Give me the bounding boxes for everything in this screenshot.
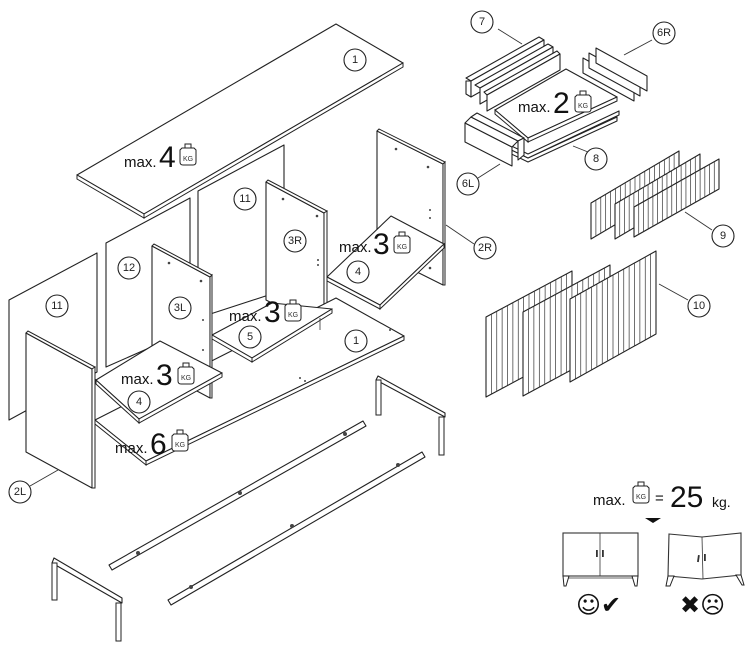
callout-5: 5: [238, 325, 262, 349]
callout-4-right: 4: [346, 260, 370, 284]
svg-text:11: 11: [239, 193, 250, 205]
load-label-drawer: max. 2 KG: [518, 87, 592, 120]
svg-text:2L: 2L: [14, 486, 26, 498]
arrow-down-icon: [645, 518, 661, 523]
leg-frame-right: [375, 375, 446, 456]
svg-text:4: 4: [159, 141, 176, 174]
svg-text:5: 5: [247, 331, 253, 343]
svg-text:4: 4: [136, 396, 142, 408]
svg-text:1: 1: [352, 54, 358, 66]
cabinet-ok-icon: [562, 532, 639, 587]
cabinet-bad-icon: [665, 532, 745, 587]
weight-kg-icon: KG: [632, 481, 650, 504]
load-label-bottom: max. 6 KG: [115, 428, 189, 461]
svg-text:3L: 3L: [174, 302, 186, 314]
callout-8: 8: [572, 145, 608, 171]
drawer-side-6l: [464, 112, 525, 167]
callout-11-left: 11: [45, 294, 69, 318]
svg-text:max.: max.: [124, 154, 157, 171]
svg-text:KG: KG: [181, 375, 191, 382]
svg-text:6R: 6R: [657, 27, 671, 39]
total-load-label: max. KG = 25 kg.: [593, 481, 731, 514]
svg-text:max.: max.: [518, 99, 551, 116]
leg-frame-left: [51, 557, 123, 642]
drawer-bottom-8: [494, 68, 620, 163]
ok-indicator: ☺✔: [576, 591, 621, 619]
svg-text:kg.: kg.: [712, 494, 731, 510]
callout-1-top: 1: [343, 48, 367, 72]
svg-text:6L: 6L: [462, 178, 474, 190]
svg-text:max.: max.: [115, 440, 148, 457]
slat-panels-10: [485, 250, 657, 398]
rail-front: [108, 420, 367, 571]
side-panel-2l: [25, 330, 96, 489]
slat-panels-9: [590, 150, 720, 240]
svg-text:8: 8: [593, 153, 599, 165]
svg-text:2R: 2R: [478, 242, 492, 254]
svg-text:max.: max.: [593, 492, 626, 509]
svg-text:1: 1: [353, 335, 359, 347]
svg-text:11: 11: [51, 300, 62, 312]
callout-2r: 2R: [445, 224, 497, 260]
svg-text:25: 25: [670, 481, 703, 514]
svg-text:3: 3: [156, 359, 173, 392]
svg-text:10: 10: [693, 300, 705, 312]
callout-10: 10: [658, 283, 711, 318]
svg-text:KG: KG: [578, 103, 588, 110]
load-label-shelf-right: max. 3 KG: [339, 228, 411, 261]
svg-text:KG: KG: [288, 312, 298, 319]
callout-1-bottom: 1: [344, 329, 368, 353]
callout-6l: 6L: [456, 163, 501, 196]
svg-text:max.: max.: [121, 371, 154, 388]
weight-kg-icon: KG: [171, 429, 189, 452]
svg-text:3R: 3R: [288, 235, 302, 247]
divider-3r: [265, 179, 328, 331]
weight-kg-icon: KG: [179, 143, 197, 166]
svg-text:7: 7: [479, 16, 485, 28]
svg-text:3: 3: [264, 296, 281, 329]
svg-text:KG: KG: [175, 442, 185, 449]
callout-7: 7: [470, 10, 523, 45]
rail-back: [167, 451, 426, 606]
svg-text:4: 4: [355, 266, 361, 278]
drawer-front-back-7: [465, 36, 561, 112]
callout-9: 9: [684, 211, 735, 248]
load-label-shelf-left: max. 3 KG: [121, 359, 195, 392]
load-label-top: max. 4 KG: [124, 141, 197, 174]
svg-text:2: 2: [553, 87, 570, 120]
top-panel: [76, 23, 404, 219]
callout-2l: 2L: [8, 469, 59, 504]
svg-text:3: 3: [373, 228, 390, 261]
svg-text:KG: KG: [183, 156, 193, 163]
callout-3l: 3L: [168, 296, 192, 320]
svg-text:max.: max.: [339, 239, 372, 256]
svg-text:9: 9: [720, 230, 726, 242]
svg-text:KG: KG: [397, 244, 407, 251]
svg-text:max.: max.: [229, 308, 262, 325]
load-label-shelf-middle: max. 3 KG: [229, 296, 302, 329]
weight-kg-icon: KG: [284, 299, 302, 322]
svg-text:=: =: [655, 490, 664, 507]
callout-12: 12: [117, 256, 141, 280]
svg-text:6: 6: [150, 428, 167, 461]
shelf-4-left: [95, 340, 223, 425]
weight-kg-icon: KG: [393, 231, 411, 254]
svg-text:12: 12: [123, 262, 135, 274]
callout-6r: 6R: [623, 21, 676, 56]
callout-11-center: 11: [233, 187, 257, 211]
callout-4-left: 4: [127, 390, 151, 414]
drawer-side-6r: [582, 47, 648, 102]
weight-kg-icon: KG: [574, 90, 592, 113]
svg-text:KG: KG: [636, 494, 646, 501]
weight-kg-icon: KG: [177, 362, 195, 385]
callout-3r: 3R: [283, 229, 307, 253]
bad-indicator: ✖☹: [680, 591, 725, 619]
